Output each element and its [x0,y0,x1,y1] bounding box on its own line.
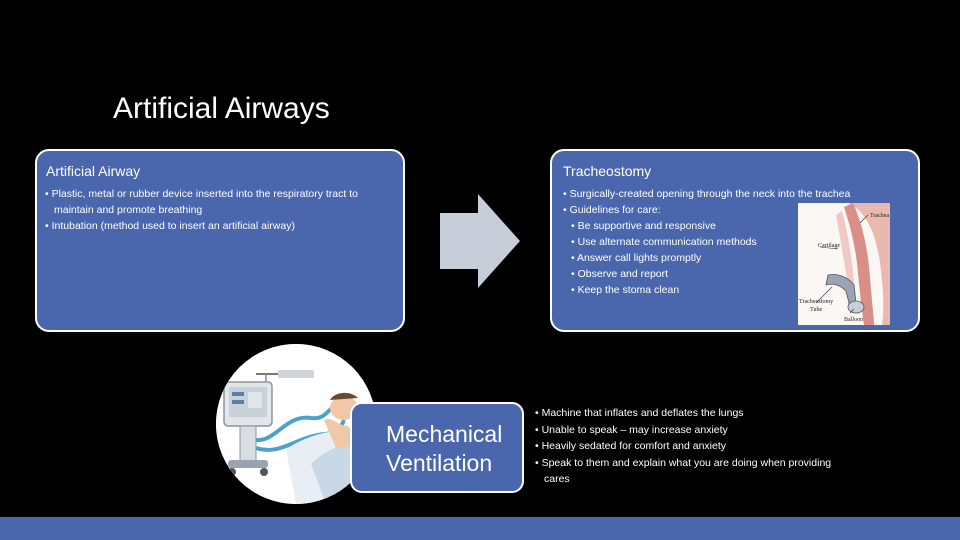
bullet-item: • Unable to speak – may increase anxiety [535,423,728,436]
footer-bar [0,517,960,540]
bullet-item: • Guidelines for care: [563,204,661,216]
bullet-item: • Plastic, metal or rubber device insert… [45,188,358,216]
ventilator-patient-image [216,344,376,504]
tracheostomy-bullets: • Surgically-created opening through the… [563,186,913,298]
slide-title: Artificial Airways [113,92,330,125]
mechanical-ventilation-label: Mechanical Ventilation [386,420,526,478]
sub-bullet-item: • Keep the stoma clean [571,284,680,296]
right-arrow-icon [440,194,520,288]
sub-bullet-item: • Answer call lights promptly [571,252,702,264]
sub-bullet-item: • Observe and report [571,268,669,280]
cartilage-label: Cartilage [818,243,840,249]
sub-bullet-item: • Use alternate communication methods [571,236,757,248]
balloon-label: Balloon [844,317,863,323]
sub-bullet-item: • Be supportive and responsive [571,220,716,232]
bullet-item: • Speak to them and explain what you are… [535,456,832,486]
tube-label-line1: Tracheostomy [799,299,833,305]
vent-label-line1: Mechanical [386,421,503,447]
bullet-item: • Intubation (method used to insert an a… [45,220,295,232]
mechanical-ventilation-box: Mechanical Ventilation [350,402,524,493]
care-guidelines-list: • Be supportive and responsive • Use alt… [563,218,913,298]
artificial-airway-heading: Artificial Airway [46,163,141,179]
tracheostomy-heading: Tracheostomy [563,163,652,179]
trachea-label: Trachea [870,213,889,219]
vent-label-line2: Ventilation [386,450,493,476]
bullet-item: • Machine that inflates and deflates the… [535,407,744,419]
tube-label-line2: Tube [810,307,822,313]
mechanical-ventilation-bullets: • Machine that inflates and deflates the… [535,405,835,488]
bullet-item: • Heavily sedated for comfort and anxiet… [535,440,727,452]
tracheostomy-illustration: Trachea Cartilage Tracheostomy Tube Ball… [798,203,890,325]
artificial-airway-bullets: • Plastic, metal or rubber device insert… [45,186,395,234]
bullet-item: • Surgically-created opening through the… [563,188,851,200]
artificial-airway-box: Artificial Airway • Plastic, metal or ru… [35,149,405,332]
